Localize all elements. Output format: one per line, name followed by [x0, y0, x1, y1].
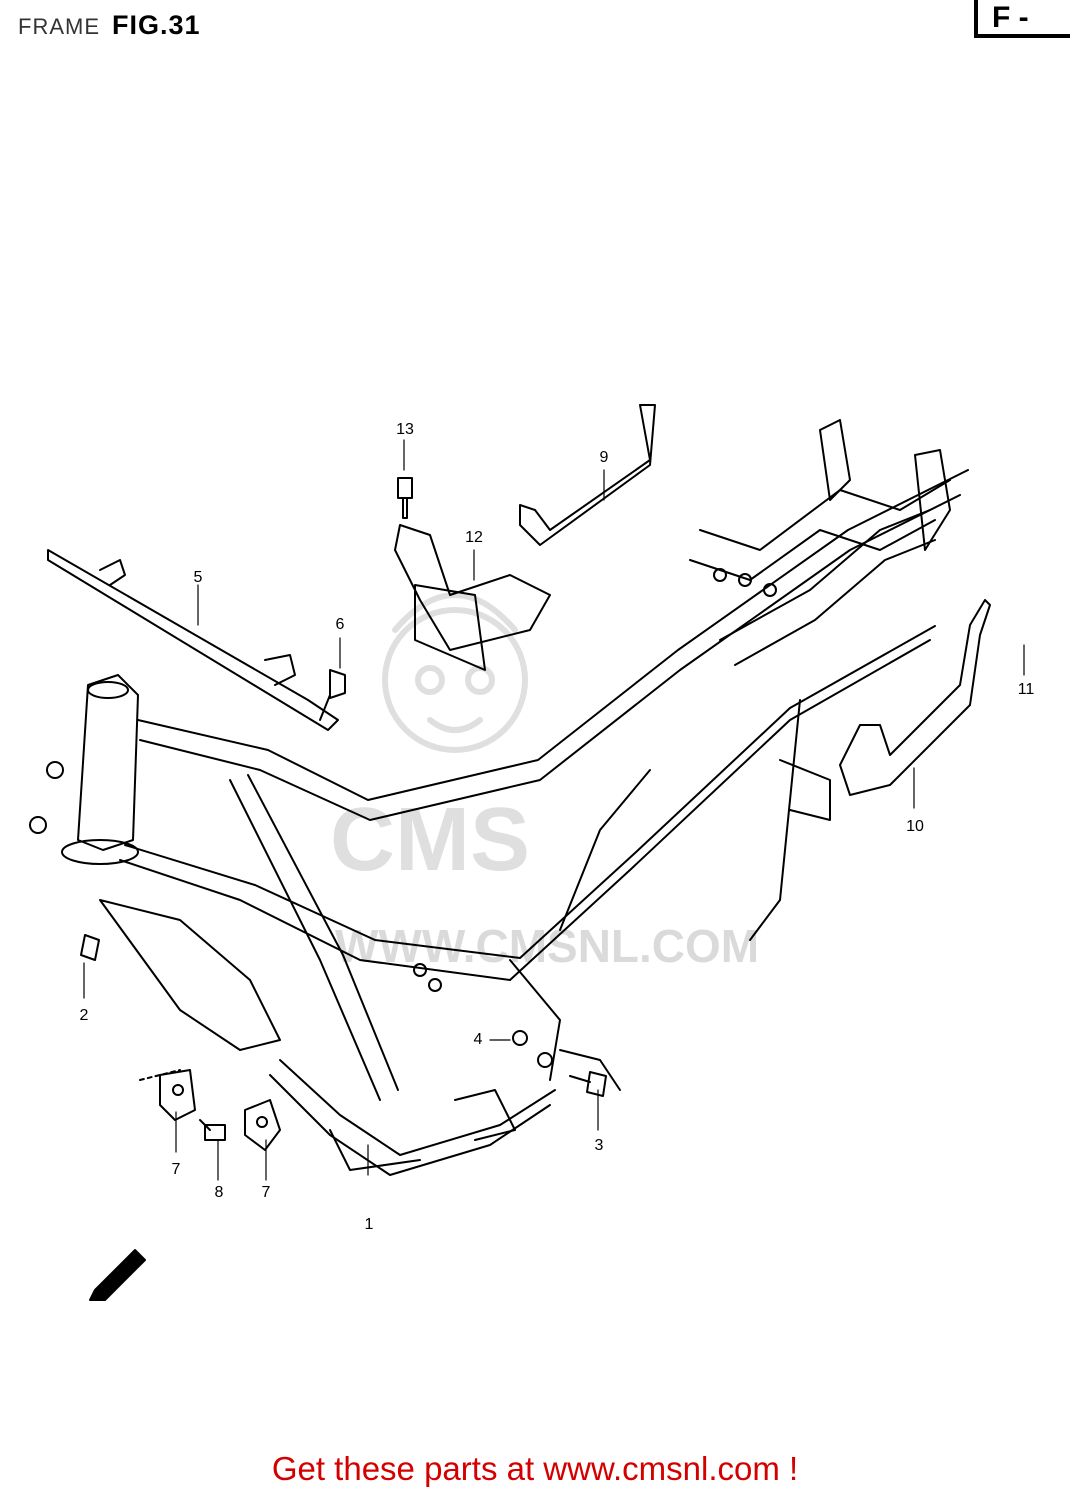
callout-2: 2	[79, 1007, 89, 1024]
part-9-bar	[519, 404, 656, 546]
front-direction-arrow	[89, 1249, 146, 1301]
part-2-bolt	[80, 934, 100, 961]
watermark-logo	[382, 592, 528, 753]
callout-7a: 7	[171, 1161, 181, 1178]
callout-3: 3	[594, 1137, 604, 1154]
main-frame	[29, 419, 969, 1176]
part-7-plate-a	[159, 1069, 196, 1121]
part-4-nut	[512, 1030, 528, 1046]
figure-number: FIG.31	[112, 10, 201, 40]
part-12-bracket	[394, 524, 551, 671]
part-10-bracket	[839, 599, 991, 796]
part-13-bolt	[397, 477, 413, 519]
callout-13: 13	[396, 421, 414, 438]
callout-1: 1	[364, 1216, 374, 1233]
callout-9: 9	[599, 449, 609, 466]
callout-7b: 7	[261, 1184, 271, 1201]
part-7-plate-b	[244, 1099, 281, 1151]
part-8-bolt	[199, 1119, 226, 1141]
page-title: FRAME	[18, 14, 100, 39]
section-tab: F -	[974, 0, 1070, 38]
callout-4: 4	[473, 1031, 483, 1048]
part-3-bolt	[569, 1071, 607, 1097]
callout-11: 11	[1017, 681, 1035, 698]
callout-6: 6	[335, 616, 345, 633]
callout-10: 10	[906, 818, 924, 835]
callout-8: 8	[214, 1184, 224, 1201]
leader-lines	[83, 439, 1025, 1181]
footer-parts-link[interactable]: Get these parts at www.cmsnl.com !	[271, 1450, 799, 1487]
part-5-rail	[47, 549, 339, 731]
part-6-bolt	[319, 669, 346, 721]
callout-5: 5	[193, 569, 203, 586]
callout-12: 12	[465, 529, 483, 546]
